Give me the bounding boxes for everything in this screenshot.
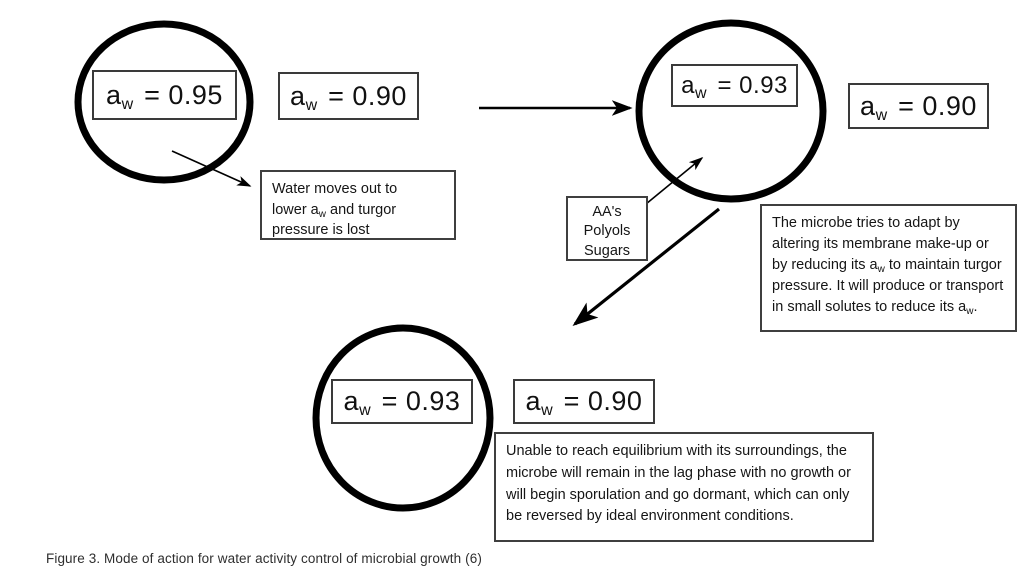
stage1-cell-water-activity-label: aw= 0.95	[106, 79, 223, 113]
stage3-cell-water-activity-label: aw= 0.93	[343, 386, 461, 419]
stage2-note-part1: The microbe tries to adapt by altering i…	[772, 215, 989, 274]
stage3-cell-water-activity-box: aw= 0.93	[331, 379, 473, 424]
stage3-environment-water-activity-box: aw= 0.90	[513, 379, 655, 424]
stage1-note-box: Water moves out to lower aw and turgor p…	[260, 170, 456, 240]
stage3-note-box: Unable to reach equilibrium with its sur…	[494, 432, 874, 542]
stage1-note-line2: lower aw and turgor	[272, 201, 397, 220]
stage2-note-part2: to maintain turgor pressure. It will pro…	[772, 257, 1004, 316]
stage2-note-part3: .	[973, 299, 978, 316]
solutes-line-3: Sugars	[584, 242, 630, 259]
stage2-cell-water-activity-box: aw= 0.93	[671, 64, 798, 107]
stage2-note-sub2: w	[966, 306, 974, 318]
stage2-note-box: The microbe tries to adapt by altering i…	[760, 204, 1017, 332]
stage2-solutes-box: AA's Polyols Sugars	[566, 196, 648, 261]
stage3-note-text: Unable to reach equilibrium with its sur…	[506, 443, 851, 525]
stage2-environment-water-activity-label: aw= 0.90	[860, 90, 977, 124]
figure-caption: Figure 3. Mode of action for water activ…	[46, 551, 482, 566]
arrow-stage1-to-note	[171, 150, 252, 187]
solutes-line-1: AA's	[592, 204, 622, 220]
stage1-environment-water-activity-box: aw= 0.90	[278, 72, 419, 120]
stage1-cell-water-activity-box: aw= 0.95	[92, 70, 237, 120]
stage1-environment-water-activity-label: aw= 0.90	[290, 80, 407, 114]
stage1-note-line3: pressure is lost	[272, 222, 370, 239]
stage1-note-line1: Water moves out to	[272, 181, 398, 197]
solutes-line-2: Polyols	[583, 223, 631, 240]
stage2-note-sub1: w	[877, 264, 885, 276]
stage2-cell-water-activity-label: aw= 0.93	[681, 71, 788, 102]
cell-membrane-circle-stage2	[635, 19, 827, 203]
arrow-solutes-to-stage2	[645, 156, 704, 205]
stage2-environment-water-activity-box: aw= 0.90	[848, 83, 989, 129]
stage3-environment-water-activity-label: aw= 0.90	[525, 386, 643, 419]
